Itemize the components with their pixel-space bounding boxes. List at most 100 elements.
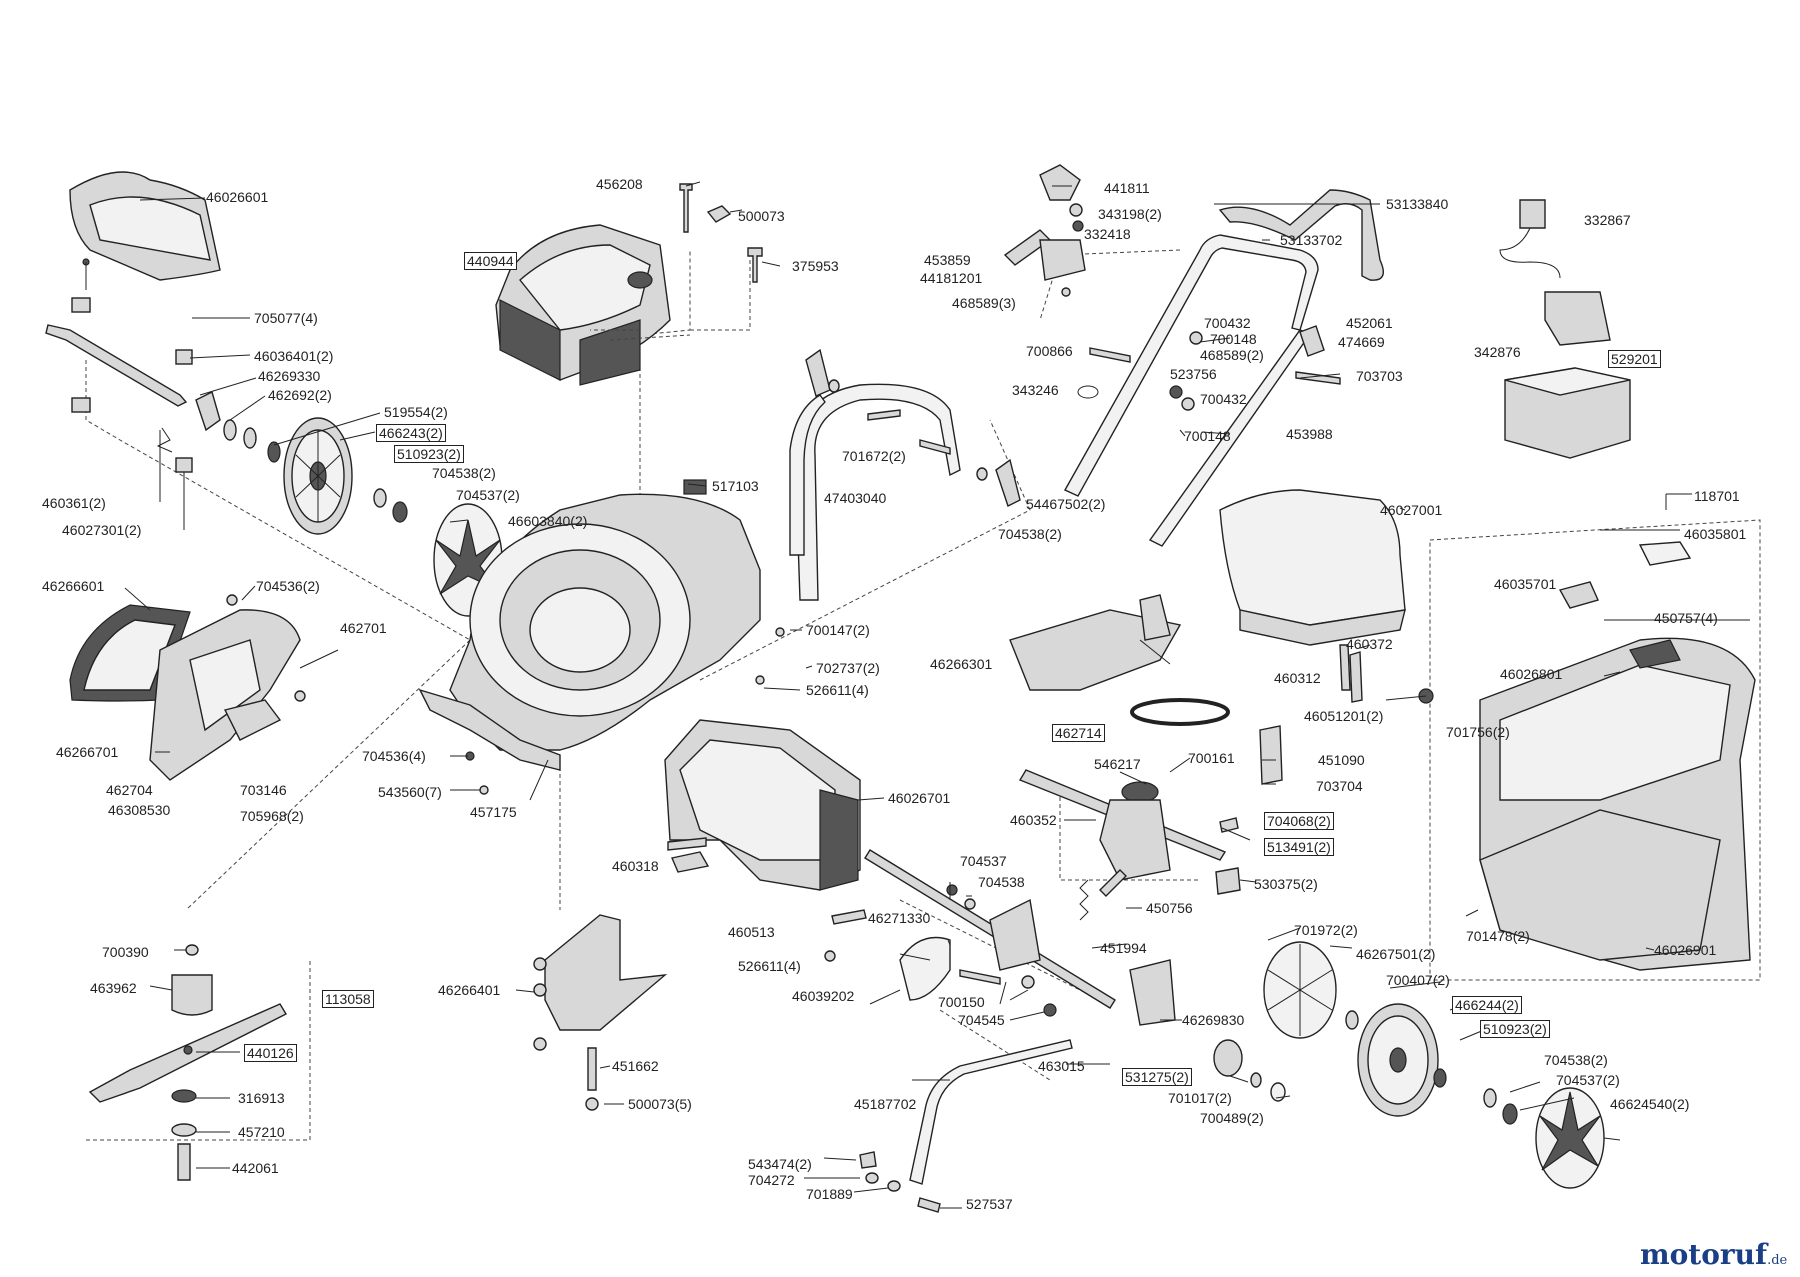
drive-belt-part — [1130, 698, 1230, 726]
upper-handle-part — [1064, 189, 1384, 547]
label-462714: 462714 — [1052, 724, 1105, 742]
label-704536b: 704536(4) — [362, 748, 426, 764]
label-700866: 700866 — [1026, 343, 1073, 359]
mulch-side-discharge-part — [69, 594, 339, 781]
label-46027301: 46027301(2) — [62, 522, 142, 538]
label-701017: 701017(2) — [1168, 1090, 1232, 1106]
blade-assembly-part — [88, 944, 287, 1181]
clutch-spring-part — [1079, 869, 1127, 921]
leader-lines — [124, 181, 1750, 1209]
label-460352: 460352 — [1010, 812, 1057, 828]
label-705968: 705968(2) — [240, 808, 304, 824]
label-457175: 457175 — [470, 804, 517, 820]
label-47403040: 47403040 — [824, 490, 887, 506]
label-46266301: 46266301 — [930, 656, 993, 672]
label-462701: 462701 — [340, 620, 387, 636]
label-704538b: 704538(2) — [998, 526, 1062, 542]
label-700432b: 700432 — [1200, 391, 1247, 407]
label-701889: 701889 — [806, 1186, 853, 1202]
label-442061: 442061 — [232, 1160, 279, 1176]
watermark-suffix: .de — [1767, 1253, 1788, 1268]
label-46026801: 46026801 — [1500, 666, 1563, 682]
label-46026601: 46026601 — [206, 189, 269, 205]
grass-box-lid-part — [1219, 489, 1406, 646]
label-440126: 440126 — [244, 1044, 297, 1062]
label-701478: 701478(2) — [1466, 928, 1530, 944]
label-704272: 704272 — [748, 1172, 795, 1188]
label-453859: 453859 — [924, 252, 971, 268]
label-526611b: 526611(4) — [738, 958, 801, 974]
label-342876: 342876 — [1474, 344, 1521, 360]
label-704538a: 704538(2) — [432, 465, 496, 481]
label-46308530: 46308530 — [108, 802, 171, 818]
label-113058: 113058 — [322, 990, 374, 1008]
grass-level-indicator-part — [1339, 644, 1434, 704]
label-46624540: 46624540(2) — [1610, 1096, 1690, 1112]
label-531275: 531275(2) — [1122, 1068, 1192, 1086]
label-441811: 441811 — [1104, 180, 1150, 196]
label-517103: 517103 — [712, 478, 759, 494]
rear-height-rod-part — [859, 1039, 1073, 1213]
watermark-logo: motoruf.de — [1640, 1238, 1787, 1271]
label-46026901: 46026901 — [1654, 942, 1717, 958]
label-519554: 519554(2) — [384, 404, 448, 420]
mulch-insert-part — [1009, 594, 1182, 691]
label-452061: 452061 — [1346, 315, 1393, 331]
label-701756: 701756(2) — [1446, 724, 1510, 740]
label-45187702: 45187702 — [854, 1096, 917, 1112]
label-704537a: 704537(2) — [456, 487, 520, 503]
label-526611a: 526611(4) — [806, 682, 869, 698]
label-510923b: 510923(2) — [1480, 1020, 1550, 1038]
lower-handle-part — [789, 348, 1021, 601]
label-701972: 701972(2) — [1294, 922, 1358, 938]
label-450756: 450756 — [1146, 900, 1193, 916]
height-lever-part — [899, 936, 1057, 1017]
label-332867: 332867 — [1584, 212, 1631, 228]
label-457210: 457210 — [238, 1124, 285, 1140]
label-466243: 466243(2) — [376, 424, 446, 442]
bracket-left-part — [667, 837, 867, 962]
height-adjust-axle-part — [45, 297, 221, 473]
label-704545: 704545 — [958, 1012, 1005, 1028]
label-700489: 700489(2) — [1200, 1110, 1264, 1126]
label-700147: 700147(2) — [806, 622, 870, 638]
label-513491: 513491(2) — [1264, 838, 1334, 856]
label-46036401: 46036401(2) — [254, 348, 334, 364]
rear-hubcap-inner-part — [1263, 941, 1337, 1039]
gearbox-part — [1018, 725, 1283, 895]
label-332418: 332418 — [1084, 226, 1131, 242]
label-474669: 474669 — [1338, 334, 1385, 350]
label-46269330: 46269330 — [258, 368, 321, 384]
label-510923a: 510923(2) — [394, 445, 464, 463]
front-wheel-left-part — [223, 417, 353, 535]
label-703703: 703703 — [1356, 368, 1403, 384]
label-546217: 546217 — [1094, 756, 1141, 772]
label-704536a: 704536(2) — [256, 578, 320, 594]
gear-wheel-part — [1213, 1039, 1286, 1102]
label-53133840: 53133840 — [1386, 196, 1449, 212]
label-456208: 456208 — [596, 176, 643, 192]
label-440944: 440944 — [464, 252, 517, 270]
battery-part — [1504, 367, 1631, 459]
label-500073b: 500073(5) — [628, 1096, 692, 1112]
rear-axle-part — [864, 849, 1176, 1026]
drive-lever-part — [1003, 164, 1086, 297]
label-343246: 343246 — [1012, 382, 1059, 398]
rear-wheel-part — [1345, 1003, 1518, 1125]
label-703146: 703146 — [240, 782, 287, 798]
watermark-main: motoruf — [1640, 1238, 1768, 1271]
engine-bolts-part — [679, 183, 763, 283]
label-468589a: 468589(3) — [952, 295, 1016, 311]
label-523756: 523756 — [1170, 366, 1217, 382]
label-316913: 316913 — [238, 1090, 285, 1106]
label-46035801: 46035801 — [1684, 526, 1747, 542]
label-460372: 460372 — [1346, 636, 1393, 652]
label-460361: 460361(2) — [42, 495, 106, 511]
handle-hardware-part — [1077, 331, 1341, 411]
label-703704: 703704 — [1316, 778, 1363, 794]
mower-deck-part — [418, 479, 785, 795]
label-700150: 700150 — [938, 994, 985, 1010]
label-53133702: 53133702 — [1280, 232, 1343, 248]
label-46603840: 46603840(2) — [508, 513, 588, 529]
